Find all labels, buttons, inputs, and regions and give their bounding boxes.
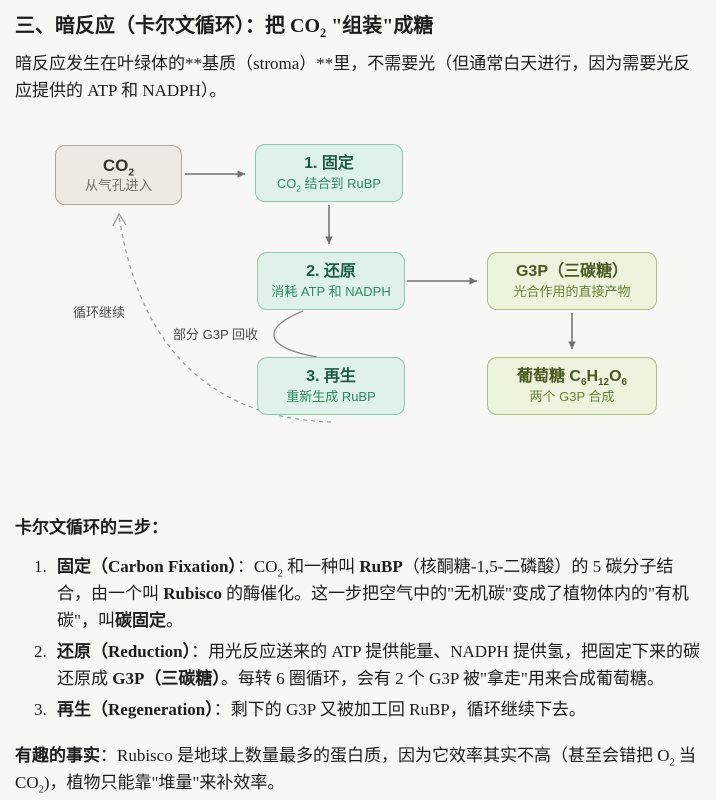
steps-list: 1. 固定（Carbon Fixation）：CO2 和一种叫 RuBP（核酮糖… xyxy=(15,553,701,723)
step-text: 还原（Reduction）：用光反应送来的 ATP 提供能量、NADPH 提供氢… xyxy=(57,642,701,688)
co2-box-subtitle: 从气孔进入 xyxy=(84,178,153,194)
curve-reduction-to-regeneration xyxy=(273,310,318,358)
diagram-connectors xyxy=(112,170,576,423)
step-number: 3. xyxy=(34,700,47,719)
diagram-box-regeneration: 3. 再生 重新生成 RuBP xyxy=(257,357,405,415)
step-item-fixation: 1. 固定（Carbon Fixation）：CO2 和一种叫 RuBP（核酮糖… xyxy=(34,553,701,634)
steps-heading: 卡尔文循环的三步： xyxy=(15,518,168,537)
step-number: 2. xyxy=(34,642,47,661)
diagram-box-co2: CO2 从气孔进入 xyxy=(55,145,182,205)
glucose-box-subtitle: 两个 G3P 合成 xyxy=(529,389,615,404)
step-item-reduction: 2. 还原（Reduction）：用光反应送来的 ATP 提供能量、NADPH … xyxy=(34,638,701,692)
calvin-cycle-diagram: CO2 从气孔进入 1. 固定 CO2 结合到 RuBP 2. 还原 消耗 AT… xyxy=(15,130,701,460)
diagram-box-g3p: G3P（三碳糖） 光合作用的直接产物 xyxy=(487,252,657,310)
g3p-box-title: G3P（三碳糖） xyxy=(515,263,629,280)
label-cycle-continues: 循环继续 xyxy=(73,305,126,320)
regeneration-box-title: 3. 再生 xyxy=(306,368,356,385)
diagram-box-glucose: 葡萄糖 C6H12O6 两个 G3P 合成 xyxy=(487,357,657,415)
glucose-box-title: 葡萄糖 C6H12O6 xyxy=(516,368,628,389)
step-item-regeneration: 3. 再生（Regeneration）：剩下的 G3P 又被加工回 RuBP，循… xyxy=(34,696,701,723)
diagram-box-fixation: 1. 固定 CO2 结合到 RuBP xyxy=(255,144,403,202)
fixation-box-subtitle: CO2 结合到 RuBP xyxy=(276,176,382,194)
reduction-box-title: 2. 还原 xyxy=(306,263,356,280)
co2-box-title: CO2 xyxy=(102,156,135,179)
dashed-cycle-arrowhead xyxy=(112,212,127,227)
g3p-box-subtitle: 光合作用的直接产物 xyxy=(513,284,631,299)
page-title: 三、暗反应（卡尔文循环）：把 CO2 "组装"成糖 xyxy=(15,15,434,40)
reduction-box-subtitle: 消耗 ATP 和 NADPH xyxy=(271,284,391,299)
diagram-box-reduction: 2. 还原 消耗 ATP 和 NADPH xyxy=(257,252,405,310)
step-text: 固定（Carbon Fixation）：CO2 和一种叫 RuBP（核酮糖-1,… xyxy=(57,557,689,630)
intro-paragraph: 暗反应发生在叶绿体的**基质（stroma）**里，不需要光（但通常白天进行，因… xyxy=(15,54,691,100)
label-g3p-recycled: 部分 G3P 回收 xyxy=(173,327,259,342)
step-number: 1. xyxy=(34,557,47,576)
fun-fact-paragraph: 有趣的事实：Rubisco 是地球上数量最多的蛋白质，因为它效率其实不高（甚至会… xyxy=(15,746,697,796)
regeneration-box-subtitle: 重新生成 RuBP xyxy=(286,389,376,404)
step-text: 再生（Regeneration）：剩下的 G3P 又被加工回 RuBP，循环继续… xyxy=(57,700,586,719)
fixation-box-title: 1. 固定 xyxy=(304,155,354,172)
